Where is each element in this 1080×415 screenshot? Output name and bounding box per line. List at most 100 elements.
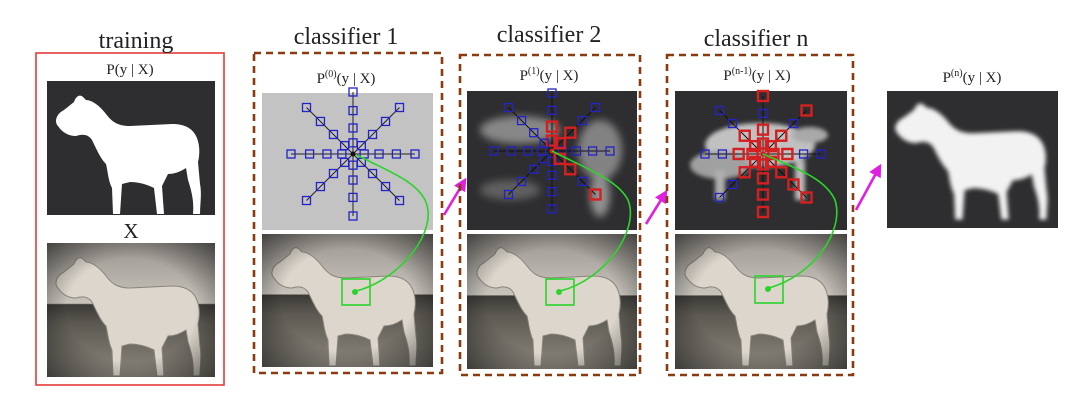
context-sample-active <box>775 129 788 142</box>
context-sample <box>529 164 539 174</box>
context-sample <box>539 138 549 148</box>
context-sample-active <box>756 158 770 171</box>
context-sample <box>380 116 391 127</box>
context-sample-active <box>553 152 567 166</box>
context-sample <box>348 105 358 116</box>
context-sample-active <box>748 139 762 153</box>
training-title: training <box>99 28 174 54</box>
context-sample <box>516 176 527 187</box>
context-sample <box>506 146 517 156</box>
context-link <box>762 153 838 289</box>
context-sample <box>717 149 728 159</box>
context-ray <box>551 107 596 152</box>
context-sample-active <box>545 120 559 133</box>
training-stage: training P(y | X) X <box>35 28 225 386</box>
context-sample <box>394 195 405 206</box>
context-sample <box>322 149 332 159</box>
context-sample <box>356 140 367 151</box>
context-sample-active <box>756 205 770 219</box>
context-sample-active <box>553 136 567 150</box>
arrow-icon <box>442 177 467 216</box>
context-pattern-image <box>467 88 637 230</box>
context-sample <box>547 88 557 98</box>
context-sample <box>503 189 514 200</box>
context-sample-active <box>756 172 770 185</box>
context-sample <box>489 146 499 156</box>
classifier-2-stage: classifier 2 P(1)(y | X) <box>458 22 642 377</box>
context-sample-active <box>756 89 770 103</box>
context-sample-active <box>781 147 794 161</box>
context-sample-active <box>746 147 759 161</box>
classifier-1-label: P(0)(y | X) <box>317 69 376 87</box>
context-sample-active <box>800 104 813 117</box>
context-sample <box>339 157 350 168</box>
training-frame <box>35 52 225 386</box>
context-sample <box>328 168 339 179</box>
horse-photo-image <box>262 234 433 367</box>
context-sample <box>727 118 738 129</box>
context-sample-active <box>800 191 813 204</box>
context-sample <box>547 105 557 116</box>
context-sample <box>348 192 358 203</box>
context-sample <box>547 186 557 197</box>
context-sample <box>714 192 725 203</box>
context-pattern-image <box>675 89 847 230</box>
horse-silhouette-image <box>47 81 215 215</box>
context-link <box>551 150 632 292</box>
context-sample <box>348 87 358 97</box>
context-sample <box>700 149 710 159</box>
arrow-icon <box>644 189 668 225</box>
classifier-n-stage: classifier n P(n-1)(y | X) <box>665 26 855 377</box>
context-sample <box>758 108 768 119</box>
context-ray <box>719 153 764 198</box>
context-ray <box>719 110 764 155</box>
horse-photo-image <box>47 243 215 377</box>
classifier-2-label: P(1)(y | X) <box>520 66 579 84</box>
context-sample <box>391 149 402 159</box>
classifier-n-title: classifier n <box>704 26 809 52</box>
context-sample <box>356 157 367 168</box>
context-sample-active <box>787 178 800 191</box>
context-sample <box>367 129 378 140</box>
focus-box <box>545 278 575 306</box>
context-center <box>350 151 356 157</box>
training-label-x: X <box>123 219 138 243</box>
context-sample <box>516 115 527 126</box>
output-probability-image <box>887 91 1058 228</box>
context-sample <box>348 123 358 133</box>
context-sample <box>328 129 339 140</box>
context-sample <box>571 146 582 156</box>
output-stage: P(n)(y | X) <box>887 68 1058 228</box>
context-sample <box>798 149 809 159</box>
context-sample <box>301 195 312 206</box>
horse-photo-image <box>675 234 847 369</box>
context-sample <box>380 181 391 192</box>
classifier-1-frame <box>252 51 444 375</box>
context-sample <box>605 146 615 156</box>
context-sample <box>301 102 312 113</box>
context-sample <box>339 140 350 151</box>
context-sample-active <box>738 129 751 142</box>
context-sample <box>503 102 514 113</box>
context-sample-active <box>732 147 745 161</box>
context-sample-active <box>756 123 770 136</box>
context-sample <box>539 154 549 164</box>
context-sample <box>410 149 420 159</box>
classifier-1-title: classifier 1 <box>294 24 399 50</box>
context-sample-active <box>748 155 762 169</box>
context-sample <box>304 149 315 159</box>
arrow-icon <box>854 163 882 211</box>
context-sample <box>394 102 405 113</box>
context-sample <box>348 211 358 221</box>
context-sample <box>315 181 326 192</box>
classifier-n-label: P(n-1)(y | X) <box>723 66 790 84</box>
context-sample <box>367 168 378 179</box>
context-sample-active <box>545 134 559 147</box>
classifier-2-frame <box>458 53 642 377</box>
context-sample <box>286 149 296 159</box>
horse-photo-image <box>467 234 637 369</box>
focus-box <box>341 278 371 306</box>
classifier-n-frame <box>665 53 855 377</box>
context-sample <box>714 105 725 116</box>
